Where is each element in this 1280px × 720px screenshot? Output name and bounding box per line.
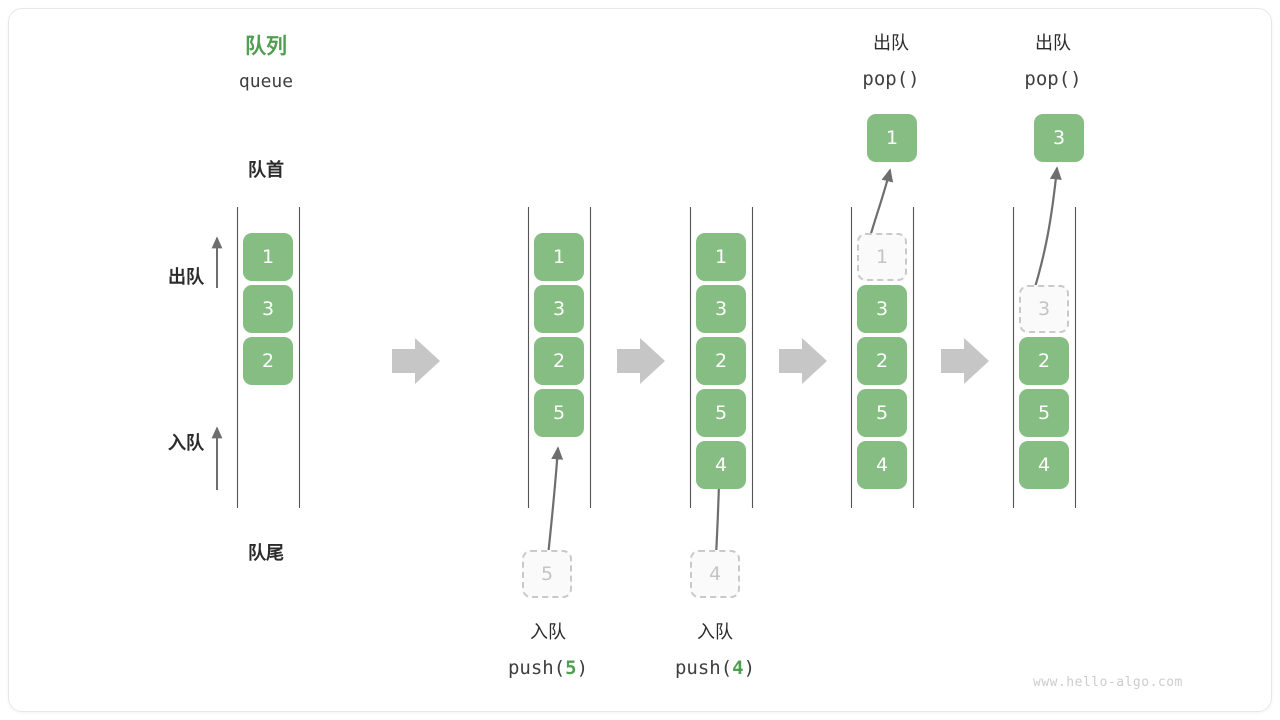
queue-cell-c4-r2: 2 (1019, 337, 1069, 385)
pop-caption-code-2: pop() (1024, 68, 1082, 90)
push-code-arg-2: 4 (732, 657, 744, 679)
push-value-5: 5 (522, 550, 572, 598)
queue-cell-c2-r0: 1 (696, 233, 746, 281)
push-code-close-2: ) (743, 657, 756, 679)
push-caption-code-1: push(5) (478, 657, 618, 679)
pop-caption-cn-2: 出队 (1035, 33, 1071, 54)
popped-value-1: 1 (867, 114, 917, 162)
push-caption-cn-2-text: 入队 (697, 622, 733, 643)
queue-cell-c3-r2: 2 (857, 337, 907, 385)
front-label: 队首 (248, 160, 284, 181)
dequeue-direction-label: 出队 (168, 267, 204, 288)
push-caption-code-2: push(4) (645, 657, 785, 679)
queue-cell-c1-r3: 5 (534, 389, 584, 437)
queue-cell-c0-r0: 1 (243, 233, 293, 281)
push-code-open-2: push( (674, 657, 733, 679)
queue-cell-c1-r2: 2 (534, 337, 584, 385)
queue-cell-c2-r4: 4 (696, 441, 746, 489)
popped-value-3: 3 (1034, 114, 1084, 162)
rear-label: 队尾 (248, 543, 284, 564)
queue-cell-c2-r1: 3 (696, 285, 746, 333)
queue-cell-c4-r1-ghost: 3 (1019, 285, 1069, 333)
diagram-card (8, 8, 1272, 712)
push-value-4: 4 (690, 550, 740, 598)
queue-cell-c3-r1: 3 (857, 285, 907, 333)
queue-cell-c3-r4: 4 (857, 441, 907, 489)
pop-caption-code-1: pop() (862, 68, 920, 90)
push-caption-cn-2: 入队 (657, 622, 773, 643)
page-title-en: queue (238, 71, 294, 92)
queue-cell-c4-r4: 4 (1019, 441, 1069, 489)
watermark: www.hello-algo.com (1033, 675, 1183, 690)
page-title-cn: 队列 (245, 34, 287, 58)
push-caption-cn-1: 入队 (530, 622, 566, 643)
pop-caption-cn-1: 出队 (873, 33, 909, 54)
push-code-open-1: push( (507, 657, 566, 679)
enqueue-direction-label: 入队 (168, 433, 204, 454)
queue-cell-c1-r0: 1 (534, 233, 584, 281)
queue-cell-c2-r2: 2 (696, 337, 746, 385)
push-code-arg-1: 5 (565, 657, 577, 679)
queue-cell-c2-r3: 5 (696, 389, 746, 437)
queue-cell-c3-r3: 5 (857, 389, 907, 437)
queue-cell-c0-r1: 3 (243, 285, 293, 333)
queue-cell-c1-r1: 3 (534, 285, 584, 333)
push-code-close-1: ) (576, 657, 589, 679)
queue-cell-c4-r3: 5 (1019, 389, 1069, 437)
queue-cell-c3-r0-ghost: 1 (857, 233, 907, 281)
queue-cell-c0-r2: 2 (243, 337, 293, 385)
